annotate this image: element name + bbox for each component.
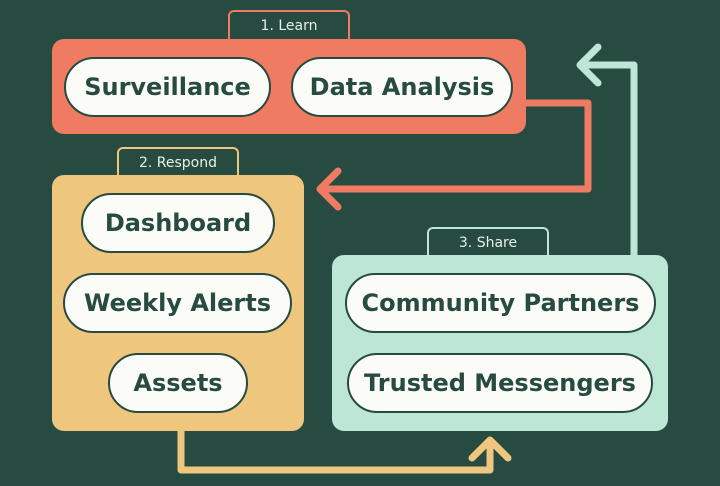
trusted-messengers-pill: Trusted Messengers bbox=[347, 353, 653, 413]
dashboard-pill: Dashboard bbox=[81, 193, 275, 253]
share-section-label: 3. Share bbox=[427, 227, 549, 257]
assets-pill: Assets bbox=[108, 353, 248, 413]
learn-section-label: 1. Learn bbox=[228, 10, 350, 40]
surveillance-pill: Surveillance bbox=[64, 57, 271, 117]
arrow-learn-to-respond-icon bbox=[316, 99, 592, 211]
arrow-respond-to-share-icon bbox=[177, 427, 512, 474]
weekly-alerts-pill: Weekly Alerts bbox=[63, 273, 292, 333]
arrow-share-to-learn-icon bbox=[576, 43, 638, 259]
data-analysis-pill: Data Analysis bbox=[291, 57, 513, 117]
community-partners-pill: Community Partners bbox=[345, 273, 656, 333]
respond-section-label: 2. Respond bbox=[117, 147, 239, 177]
